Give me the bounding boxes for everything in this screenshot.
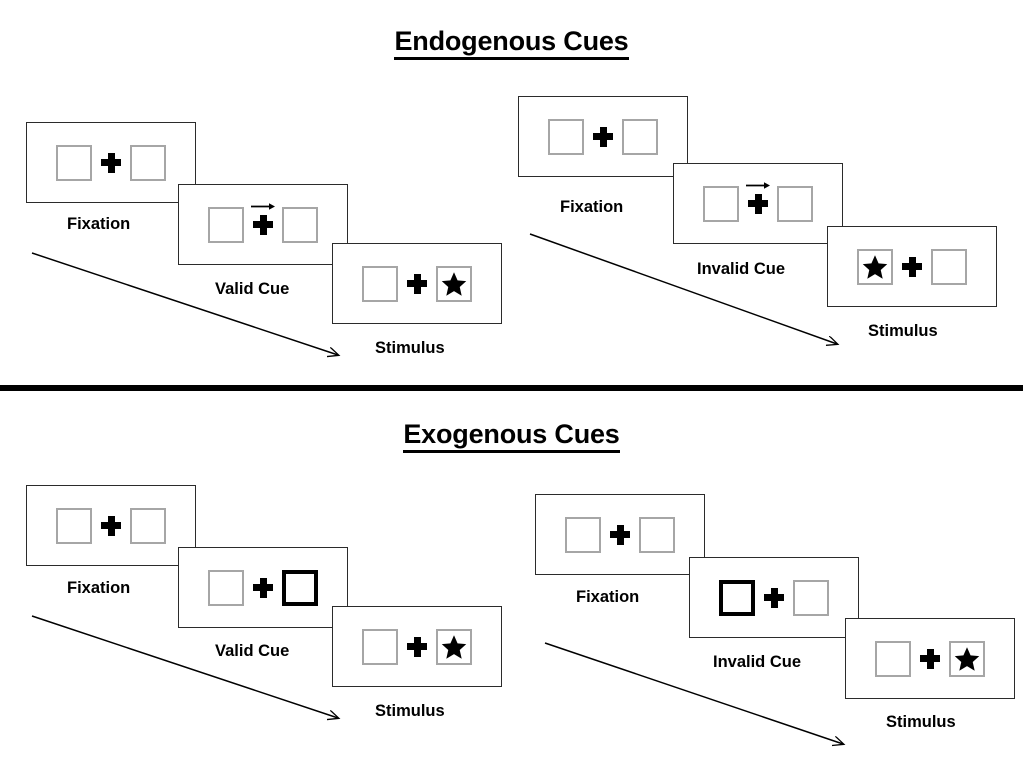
- frame-contents: [703, 181, 813, 226]
- placeholder-box-right: [282, 206, 318, 243]
- timeline-arrow-exogenous-invalid: [544, 642, 860, 758]
- timeline-arrow-endogenous-invalid: [529, 233, 855, 358]
- fixation-area: [601, 513, 639, 557]
- plus-icon: [902, 256, 922, 277]
- star-icon: [441, 271, 467, 296]
- fixation-area: [92, 141, 130, 185]
- trial-frame-stimulus: [332, 606, 502, 687]
- plus-icon: [101, 515, 121, 536]
- placeholder-box-right: [436, 628, 472, 665]
- section-title-exogenous: Exogenous Cues: [0, 419, 1023, 453]
- placeholder-box-right: [130, 144, 166, 181]
- placeholder-box-left: [548, 118, 584, 155]
- plus-icon: [748, 193, 768, 214]
- frame-contents: [56, 504, 166, 548]
- placeholder-box-left: [857, 248, 893, 285]
- trial-frame-stimulus: [827, 226, 997, 307]
- placeholder-box-left: [703, 185, 739, 222]
- arrow-right-icon: [746, 181, 770, 189]
- placeholder-box-right: [622, 118, 658, 155]
- section-title-endogenous: Endogenous Cues: [0, 26, 1023, 60]
- fixation-area: [398, 625, 436, 669]
- placeholder-box-left-cued: [719, 579, 755, 616]
- trial-frame-fixation: [26, 122, 196, 203]
- placeholder-box-left: [56, 507, 92, 544]
- frame-contents: [362, 625, 472, 669]
- trial-frame-stimulus: [845, 618, 1015, 699]
- stage-caption-stimulus: Stimulus: [375, 702, 445, 720]
- placeholder-box-right: [793, 579, 829, 616]
- stage-caption-stimulus: Stimulus: [868, 322, 938, 340]
- trial-frame-valid-cue: [178, 547, 348, 628]
- placeholder-box-right: [777, 185, 813, 222]
- frame-contents: [875, 637, 985, 681]
- frame-contents: [208, 566, 318, 610]
- frame-contents: [208, 202, 318, 247]
- plus-icon: [407, 636, 427, 657]
- stage-caption-fixation: Fixation: [576, 588, 640, 606]
- frame-contents: [857, 245, 967, 289]
- trial-frame-invalid-cue: [673, 163, 843, 244]
- placeholder-box-left: [362, 628, 398, 665]
- placeholder-box-right: [949, 640, 985, 677]
- stage-caption-valid-cue: Valid Cue: [215, 642, 290, 660]
- section-divider: [0, 385, 1023, 391]
- stage-caption-stimulus: Stimulus: [886, 713, 956, 731]
- section-title-endogenous-text: Endogenous Cues: [394, 26, 629, 60]
- stage-caption-invalid-cue: Invalid Cue: [697, 260, 786, 278]
- plus-icon: [253, 214, 273, 235]
- stage-caption-invalid-cue: Invalid Cue: [713, 653, 802, 671]
- placeholder-box-right: [931, 248, 967, 285]
- star-icon: [954, 646, 980, 671]
- star-icon: [862, 254, 888, 279]
- placeholder-box-right: [436, 265, 472, 302]
- plus-icon: [101, 152, 121, 173]
- arrow-right-icon: [251, 202, 275, 210]
- fixation-area: [584, 115, 622, 159]
- fixation-area: [244, 202, 282, 247]
- placeholder-box-left: [875, 640, 911, 677]
- stage-caption-stimulus: Stimulus: [375, 339, 445, 357]
- stage-caption-fixation: Fixation: [560, 198, 624, 216]
- fixation-area: [893, 245, 931, 289]
- placeholder-box-left: [56, 144, 92, 181]
- trial-frame-fixation: [26, 485, 196, 566]
- fixation-area: [739, 181, 777, 226]
- placeholder-box-right: [130, 507, 166, 544]
- frame-contents: [719, 576, 829, 620]
- trial-frame-valid-cue: [178, 184, 348, 265]
- stage-caption-fixation: Fixation: [67, 579, 131, 597]
- trial-frame-invalid-cue: [689, 557, 859, 638]
- placeholder-box-left: [362, 265, 398, 302]
- fixation-area: [244, 566, 282, 610]
- placeholder-box-left: [208, 206, 244, 243]
- stage-caption-valid-cue: Valid Cue: [215, 280, 290, 298]
- trial-frame-stimulus: [332, 243, 502, 324]
- plus-icon: [407, 273, 427, 294]
- plus-icon: [610, 524, 630, 545]
- fixation-area: [92, 504, 130, 548]
- plus-icon: [253, 577, 273, 598]
- placeholder-box-right-cued: [282, 569, 318, 606]
- frame-contents: [548, 115, 658, 159]
- frame-contents: [56, 141, 166, 185]
- placeholder-box-left: [565, 516, 601, 553]
- frame-contents: [565, 513, 675, 557]
- star-icon: [441, 634, 467, 659]
- fixation-area: [398, 262, 436, 306]
- placeholder-box-right: [639, 516, 675, 553]
- fixation-area: [911, 637, 949, 681]
- plus-icon: [764, 587, 784, 608]
- placeholder-box-left: [208, 569, 244, 606]
- fixation-area: [755, 576, 793, 620]
- section-title-exogenous-text: Exogenous Cues: [403, 419, 620, 453]
- trial-frame-fixation: [518, 96, 688, 177]
- frame-contents: [362, 262, 472, 306]
- stage-caption-fixation: Fixation: [67, 215, 131, 233]
- plus-icon: [920, 648, 940, 669]
- plus-icon: [593, 126, 613, 147]
- trial-frame-fixation: [535, 494, 705, 575]
